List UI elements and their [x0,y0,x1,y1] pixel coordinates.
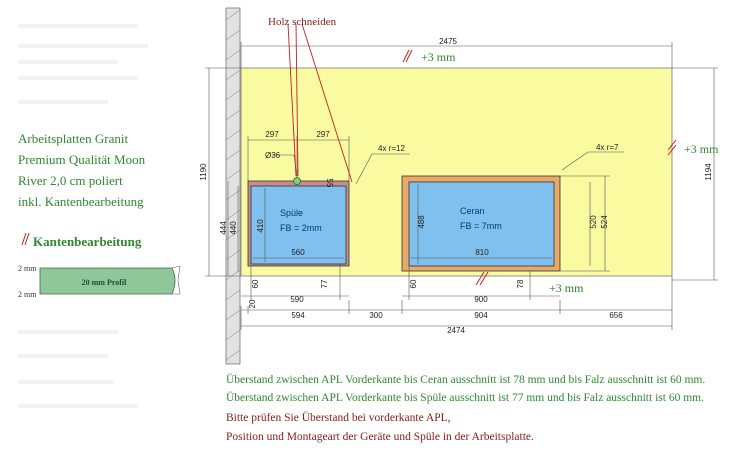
dim-row2-904: 904 [474,311,488,320]
wall-hatch [225,9,241,361]
dim-cook-h1: 520 [589,215,598,229]
dim-sink-outer-h: 444 [219,221,228,235]
edge-profile-label: 20 mm Profil [82,278,128,287]
dim-cook-inner-h: 488 [417,215,426,229]
spec-line-1: Arbeitsplatten Granit [18,131,128,146]
note-2: Überstand zwischen APL Vorderkante bis S… [226,390,704,404]
edge-mm-bottom: 2 mm [18,290,37,299]
dim-sink-w: 560 [291,248,305,257]
dim-sink-right-offset: 297 [316,130,330,139]
dim-left-height: 1190 [199,163,208,181]
dim-front-77: 77 [320,279,329,288]
dim-front-78: 78 [516,279,525,288]
spec-line-3: River 2,0 cm poliert [18,173,123,188]
cooktop-fb-label: FB = 7mm [460,221,502,231]
sink-label: Spüle [280,208,303,218]
dim-row2-300: 300 [369,311,383,320]
tap-hole [293,177,301,185]
tolerance-right: +3 mm [684,142,719,156]
note-4: Position und Montageart der Geräte und S… [226,431,534,443]
tolerance-top: +3 mm [421,50,456,64]
cooktop-label: Ceran [460,206,485,216]
dim-right-height: 1194 [704,163,713,181]
wall-strip [225,7,241,365]
dim-row1-900: 900 [474,295,488,304]
dim-front-60a: 60 [251,279,260,288]
dim-row1-590: 590 [290,295,304,304]
sink-fb-label: FB = 2mm [280,223,322,233]
dim-tap-hole: Ø36 [265,151,281,160]
spec-line-4: inkl. Kantenbearbeitung [18,194,144,209]
edge-profile-bracket [171,265,181,295]
holz-schneiden-label: Holz schneiden [268,16,337,28]
note-1: Überstand zwischen APL Vorderkante bis C… [226,372,705,386]
dim-row2-656: 656 [609,311,623,320]
dim-sink-radius: 4x r=12 [378,144,405,153]
dim-sink-left-offset: 297 [265,130,279,139]
faded-header-text [18,24,148,408]
dim-sink-inner-h: 440 [229,221,238,235]
spec-line-2: Premium Qualität Moon [18,152,146,167]
note-3: Bitte prüfen Sie Überstand bei vorderkan… [226,410,451,424]
dim-cook-h2: 524 [600,215,609,229]
dim-tap-offset: 55 [325,179,334,188]
tolerance-marks [21,49,677,286]
dim-cook-w: 810 [475,248,489,257]
dim-front-60b: 60 [409,279,418,288]
edge-mm-top: 2 mm [18,264,37,273]
sink-cutout [250,185,347,265]
dim-row2-20: 20 [248,299,257,308]
holz-leader [287,23,353,183]
dim-cook-radius: 4x r=7 [596,143,619,152]
dim-row2-594: 594 [291,311,305,320]
dim-sink-h: 410 [256,219,265,233]
cooktop-cutout [408,181,555,267]
dim-bottom-width: 2474 [447,326,465,335]
legend-title: Kantenbearbeitung [33,234,142,249]
dimension-lines [205,42,718,330]
tolerance-bottom: +3 mm [549,281,584,295]
dim-top-width: 2475 [439,37,457,46]
